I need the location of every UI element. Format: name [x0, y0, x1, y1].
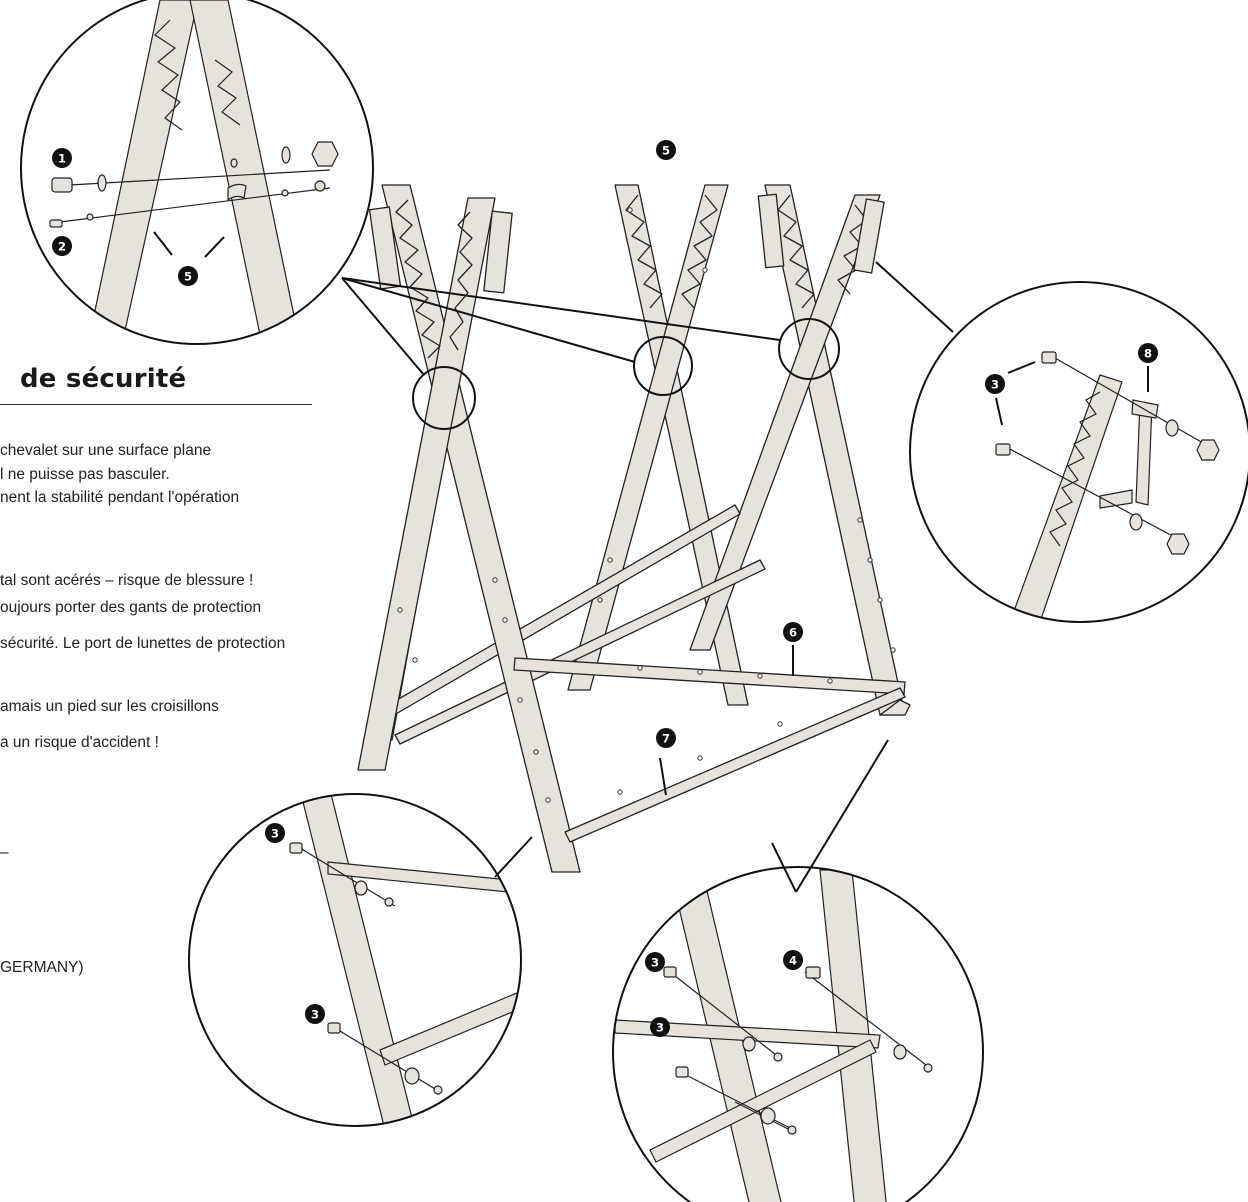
bracket-front-right	[483, 210, 513, 294]
detail-circle-right	[909, 281, 1248, 623]
leg-holes	[397, 207, 896, 803]
brace-back-2	[394, 559, 766, 745]
marker-3-bl-bottom: 3	[305, 1004, 325, 1024]
bracket-right-b	[853, 198, 885, 274]
svg-text:3: 3	[656, 1021, 664, 1035]
leg-right-b	[689, 194, 881, 651]
sawhorse-frame	[357, 184, 911, 873]
detail-circle-bottom-left	[188, 793, 522, 1127]
svg-text:4: 4	[789, 954, 797, 968]
svg-text:6: 6	[789, 626, 797, 640]
joint-circles	[412, 318, 840, 430]
bracket-front-left	[368, 206, 402, 290]
text-line-2: l ne puisse pas basculer.	[0, 466, 170, 483]
marker-3-br-bottom: 3	[650, 1017, 670, 1037]
joint-circle-right	[778, 318, 840, 380]
text-line-4: tal sont acérés – risque de blessure !	[0, 572, 254, 589]
text-line-9: –	[0, 844, 9, 861]
teeth-rear-b	[681, 194, 718, 309]
marker-3-right: 3	[985, 374, 1005, 394]
detail-circle-top-left	[20, 0, 374, 345]
leg-front-left	[381, 184, 581, 873]
marker-1: 1	[52, 148, 72, 168]
svg-text:3: 3	[991, 378, 999, 392]
brace-7	[564, 687, 906, 843]
teeth-front-left	[395, 199, 441, 359]
detail-circle-bottom-right	[612, 866, 984, 1202]
leg-rear-b	[567, 184, 729, 691]
marker-5-top-left: 5	[178, 266, 198, 286]
svg-text:3: 3	[311, 1008, 319, 1022]
callout-markers: 1 2 5 5 8 3 6 7 3 3 3 3 4	[52, 140, 1158, 1037]
marker-2: 2	[52, 236, 72, 256]
svg-text:7: 7	[662, 732, 670, 746]
brace-back-1	[375, 504, 741, 723]
svg-text:3: 3	[651, 956, 659, 970]
svg-text:2: 2	[58, 240, 66, 254]
text-line-10: GERMANY)	[0, 959, 84, 976]
text-line-6: sécurité. Le port de lunettes de protect…	[0, 635, 286, 652]
text-line-3: nent la stabilité pendant l'opération	[0, 489, 240, 506]
marker-5-top: 5	[656, 140, 676, 160]
svg-text:3: 3	[271, 827, 279, 841]
section-heading: de sécurité	[20, 364, 187, 394]
heading-underline	[0, 404, 312, 405]
marker-4: 4	[783, 950, 803, 970]
joint-circle-middle	[633, 336, 693, 396]
marker-3-br-top: 3	[645, 952, 665, 972]
text-line-5: oujours porter des gants de protection	[0, 599, 262, 616]
svg-text:1: 1	[58, 152, 66, 166]
marker-8: 8	[1138, 343, 1158, 363]
text-line-7: amais un pied sur les croisillons	[0, 698, 219, 715]
foot-right	[879, 699, 911, 716]
joint-circle-left	[412, 366, 476, 430]
teeth-rear-a	[625, 194, 663, 309]
svg-text:5: 5	[184, 270, 192, 284]
svg-text:5: 5	[662, 144, 670, 158]
leg-front-right	[357, 197, 496, 771]
marker-3-bl-top: 3	[265, 823, 285, 843]
svg-text:8: 8	[1144, 347, 1152, 361]
text-line-8: a un risque d'accident !	[0, 734, 159, 751]
bracket-right-a	[757, 193, 785, 269]
marker-7: 7	[656, 728, 676, 748]
text-line-1: chevalet sur une surface plane	[0, 442, 212, 459]
teeth-front-right	[449, 211, 473, 351]
marker-6: 6	[783, 622, 803, 642]
teeth-right-a	[777, 194, 815, 309]
